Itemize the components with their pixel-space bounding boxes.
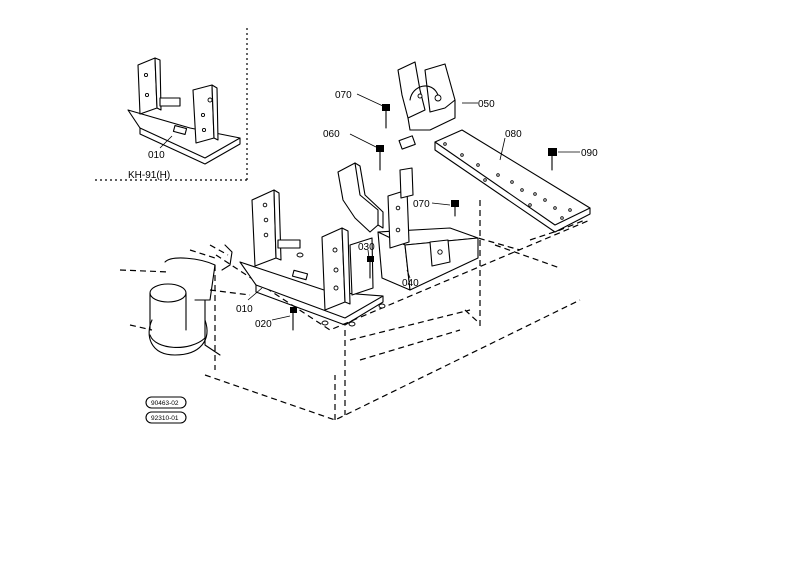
callout-060: 060 (323, 129, 340, 140)
callout-030: 030 (358, 242, 375, 253)
reference-code-2: 92310-01 (151, 415, 179, 422)
reference-tag-1: 90463-02 (145, 396, 187, 409)
bolt-070-top (382, 104, 390, 129)
inset-callout-010: 010 (148, 150, 165, 161)
callout-010: 010 (236, 304, 253, 315)
bolt-020 (290, 307, 297, 331)
bolt-090 (548, 148, 557, 171)
bracket-040 (377, 167, 479, 291)
callout-040: 040 (402, 278, 419, 289)
inset-frame (95, 28, 248, 181)
callout-070-mid: 070 (413, 199, 430, 210)
inset-bracket-010 (127, 57, 241, 165)
callout-020: 020 (255, 319, 272, 330)
plate-080 (434, 129, 591, 233)
reference-code-1: 90463-02 (151, 400, 179, 407)
reference-tag-2: 92310-01 (145, 411, 187, 424)
bolt-060 (376, 145, 384, 171)
main-bracket-010 (239, 189, 384, 327)
callout-080: 080 (505, 129, 522, 140)
cylinder-base (148, 244, 233, 356)
callout-070-top: 070 (335, 90, 352, 101)
z-bracket (337, 162, 384, 233)
bracket-050 (397, 61, 456, 150)
inset-caption: KH-91(H) (128, 170, 170, 181)
washer (378, 303, 386, 309)
leader-lines (247, 93, 580, 321)
callout-050: 050 (478, 99, 495, 110)
bolt-030 (367, 256, 374, 279)
bolt-070-mid (451, 200, 459, 217)
callout-090: 090 (581, 148, 598, 159)
